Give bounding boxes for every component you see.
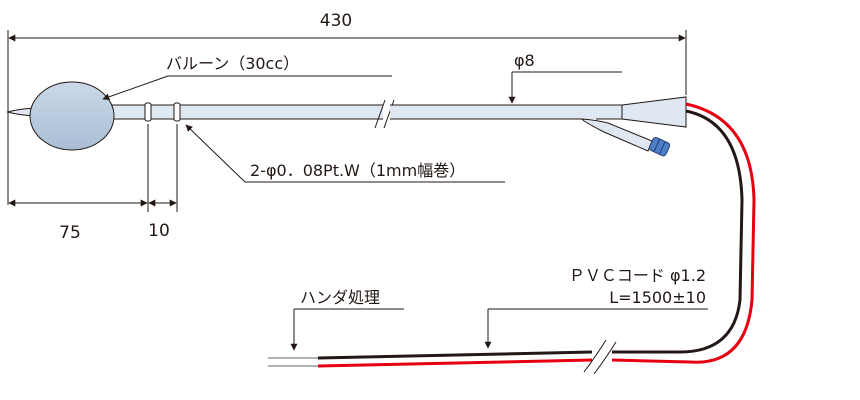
dimension-overall: [7, 30, 687, 205]
balloon-label: バルーン（30cc）: [166, 54, 299, 73]
cord-type-label: ＰＶＣコード φ1.2: [569, 266, 706, 285]
side-port-tube: [580, 118, 653, 152]
balloon-leader: [102, 75, 392, 101]
cord-red-right: [611, 102, 756, 364]
cord-red-left: [317, 358, 593, 368]
electrode-band-2: [173, 102, 181, 122]
dimension-bottom: [8, 124, 178, 212]
tube-diameter-leader: [508, 71, 622, 104]
electrode-leader: [185, 124, 505, 183]
tube-left-body: [60, 105, 383, 119]
lead-end-label: ハンダ処理: [300, 288, 380, 307]
cord-black-right: [612, 109, 744, 354]
side-port-connector: [648, 137, 671, 157]
lead-end-leader: [290, 308, 404, 351]
tube-right-body: [390, 105, 622, 119]
tube-diameter-label: φ8: [514, 51, 535, 70]
pvc-cord: [317, 102, 756, 368]
tube-funnel: [621, 96, 687, 128]
lead-wires: [268, 357, 318, 367]
balloon-shape: [29, 81, 115, 151]
dimension-overall-label: 430: [320, 11, 352, 31]
dimension-balloon-label: 75: [59, 223, 81, 243]
cord-black-left: [317, 350, 593, 360]
electrode-label: 2-φ0．08Pt.W（1mm幅巻）: [250, 161, 465, 180]
dimension-electrode-label: 10: [148, 221, 170, 241]
electrode-band-1: [144, 102, 152, 122]
cord-length-label: L=1500±10: [609, 288, 706, 307]
cord-leader: [484, 308, 708, 349]
cord-break-mark: [583, 339, 617, 375]
